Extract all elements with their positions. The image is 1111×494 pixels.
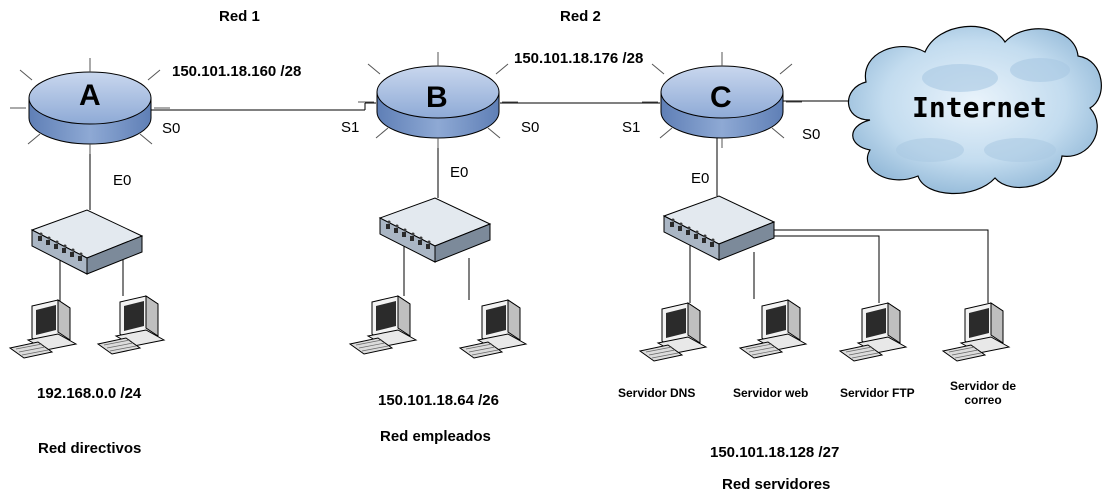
red2-title: Red 2: [560, 8, 601, 25]
router-b-label: B: [426, 81, 448, 114]
server-dns-label: Servidor DNS: [618, 386, 696, 400]
router-b-s1: S1: [341, 119, 360, 136]
router-b-s0: S0: [521, 119, 540, 136]
servidores-address: 150.101.18.128 /27: [710, 444, 840, 461]
internet-cloud: [847, 25, 1102, 195]
server-correo-label: Servidor de correo: [949, 379, 1017, 407]
server-web: [739, 299, 807, 359]
router-c-s1: S1: [622, 119, 641, 136]
router-a-s0: S0: [162, 120, 181, 137]
server-ftp: [839, 302, 907, 362]
server-dns: [639, 302, 707, 362]
router-a-e0: E0: [113, 172, 132, 189]
directivos-address: 192.168.0.0 /24: [37, 385, 142, 402]
router-c-label: C: [710, 81, 732, 114]
servidores-name: Red servidores: [722, 476, 831, 493]
pc-empleados-1: [349, 295, 417, 355]
red2-address: 150.101.18.176 /28: [514, 50, 644, 67]
red1-title: Red 1: [219, 8, 260, 25]
router-c-s0: S0: [802, 126, 821, 143]
empleados-name: Red empleados: [380, 428, 491, 445]
server-ftp-label: Servidor FTP: [840, 386, 915, 400]
red1-address: 150.101.18.160 /28: [172, 63, 302, 80]
hub-empleados: [379, 197, 491, 263]
hub-servidores: [663, 195, 775, 261]
pc-directivos-2: [97, 295, 165, 355]
hub-directivos: [31, 209, 143, 275]
router-a-label: A: [79, 79, 101, 112]
server-web-label: Servidor web: [733, 386, 809, 400]
empleados-address: 150.101.18.64 /26: [378, 392, 499, 409]
router-c-e0: E0: [691, 170, 710, 187]
directivos-name: Red directivos: [38, 440, 142, 457]
server-correo: [942, 302, 1010, 362]
router-b-e0: E0: [450, 164, 469, 181]
internet-label: Internet: [912, 91, 1047, 124]
pc-empleados-2: [459, 299, 527, 359]
pc-directivos-1: [9, 299, 77, 359]
